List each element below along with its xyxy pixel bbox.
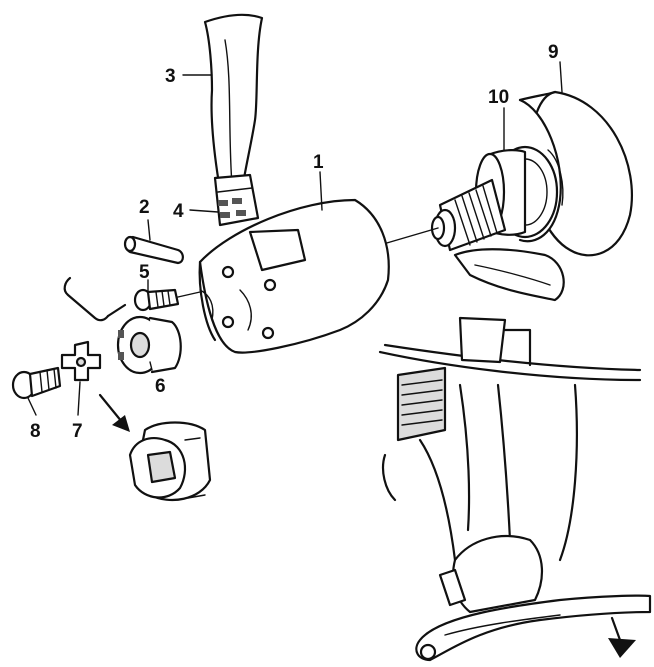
part-2-pin bbox=[123, 235, 184, 265]
leader-lines bbox=[27, 61, 563, 416]
wiring-tape bbox=[453, 248, 565, 302]
part-3-blade-tool bbox=[203, 13, 264, 192]
callout-10: 10 bbox=[488, 87, 509, 108]
callout-1: 1 bbox=[313, 152, 324, 173]
callout-4: 4 bbox=[173, 201, 184, 222]
callout-9: 9 bbox=[548, 42, 559, 63]
part-6-adaptor bbox=[116, 315, 182, 375]
part-8-bolt bbox=[11, 366, 62, 400]
callout-5: 5 bbox=[139, 262, 150, 283]
callout-2: 2 bbox=[139, 197, 150, 218]
callout-labels: 3 4 2 5 1 6 7 8 9 10 bbox=[30, 42, 559, 442]
callout-6: 6 bbox=[155, 376, 166, 397]
column-bracket-assembly bbox=[378, 316, 642, 614]
part-4-toothed-end bbox=[213, 173, 260, 227]
assembly-axis bbox=[379, 227, 439, 246]
callout-3: 3 bbox=[165, 66, 176, 87]
part-7-cross-plate bbox=[60, 340, 102, 382]
release-lever bbox=[415, 594, 652, 662]
callout-8: 8 bbox=[30, 421, 41, 442]
arrow-down-right-icon bbox=[608, 616, 636, 658]
splined-shaft bbox=[430, 178, 507, 252]
part-1-housing bbox=[198, 198, 390, 354]
arrow-down-left-icon bbox=[98, 393, 130, 432]
hex-key-wrench bbox=[63, 276, 127, 322]
callout-7: 7 bbox=[72, 421, 83, 442]
part-5-screw bbox=[133, 288, 201, 312]
part-6-detail-view bbox=[128, 421, 212, 502]
